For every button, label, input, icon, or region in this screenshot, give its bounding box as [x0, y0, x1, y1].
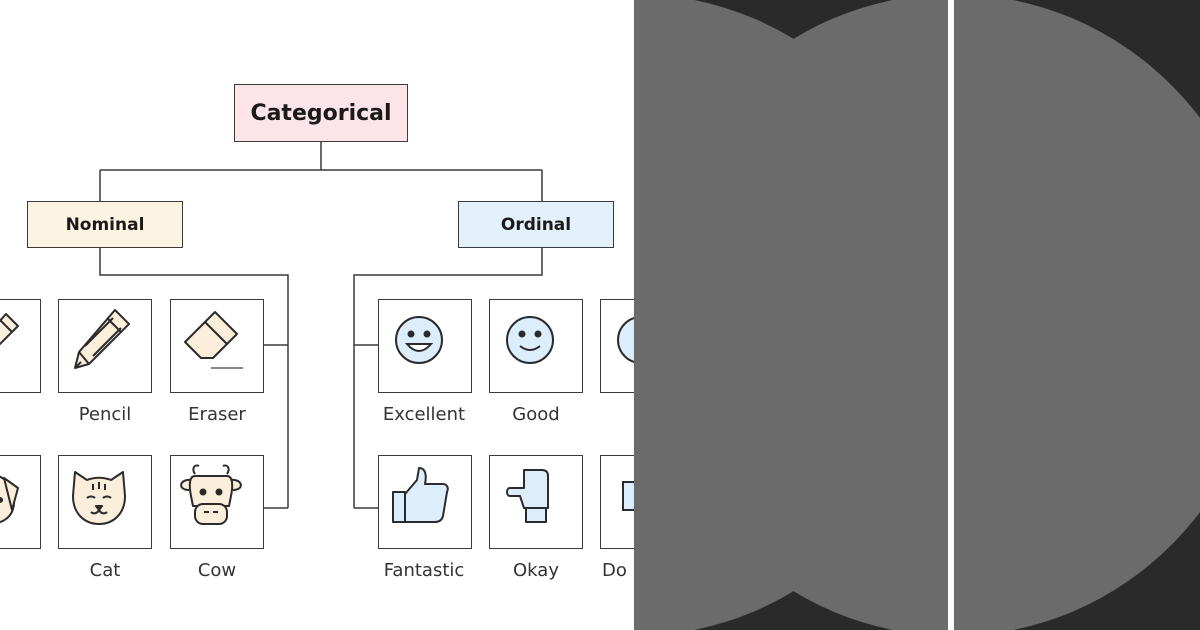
pencil-icon	[74, 309, 130, 369]
tile-partial-hand	[600, 455, 634, 549]
smile-face-icon	[506, 316, 554, 364]
cow-icon	[180, 464, 242, 525]
ordinal-connector	[353, 248, 543, 509]
item-label-fantastic: Fantastic	[383, 560, 465, 581]
item-label-pencil: Pencil	[78, 404, 132, 425]
item-label-good: Good	[512, 404, 560, 425]
item-label-cow: Cow	[197, 560, 237, 581]
hand-icon	[622, 481, 634, 511]
item-label-cat: Cat	[89, 560, 121, 581]
eraser-icon	[184, 311, 243, 369]
item-label-partial: Do	[602, 560, 627, 581]
half-disc-right	[640, 0, 1200, 630]
tile-dog	[0, 455, 41, 549]
categorical-node: Categorical	[234, 84, 408, 142]
tile-cow	[170, 455, 264, 549]
tile-partial-face	[600, 299, 634, 393]
tile-excellent	[378, 299, 472, 393]
tile-cat	[58, 455, 152, 549]
tile-fantastic	[378, 455, 472, 549]
dog-icon	[0, 475, 19, 524]
okay-glove-icon	[506, 469, 549, 523]
tile-pen	[0, 299, 41, 393]
item-label-eraser: Eraser	[188, 404, 246, 425]
item-label-dog: g	[0, 560, 13, 581]
thumbs-up-icon	[392, 467, 449, 523]
nominal-connector	[99, 248, 289, 509]
connector-lines	[99, 142, 543, 509]
item-label-okay: Okay	[513, 560, 559, 581]
item-label-pen: n	[0, 404, 41, 425]
dark-panel	[634, 0, 1200, 630]
panel-divider	[948, 0, 954, 630]
category-diagram: Categorical Nominal Ordinal	[0, 84, 634, 581]
pen-icon	[0, 313, 19, 346]
nominal-node: Nominal	[27, 201, 183, 248]
big-smile-face-icon	[395, 316, 443, 364]
tile-pencil	[58, 299, 152, 393]
tile-good	[489, 299, 583, 393]
face-icon	[617, 317, 634, 363]
cat-icon	[72, 471, 126, 525]
tile-eraser	[170, 299, 264, 393]
ordinal-node: Ordinal	[458, 201, 614, 248]
root-connector	[99, 142, 543, 201]
item-label-excellent: Excellent	[382, 404, 466, 425]
tile-okay	[489, 455, 583, 549]
